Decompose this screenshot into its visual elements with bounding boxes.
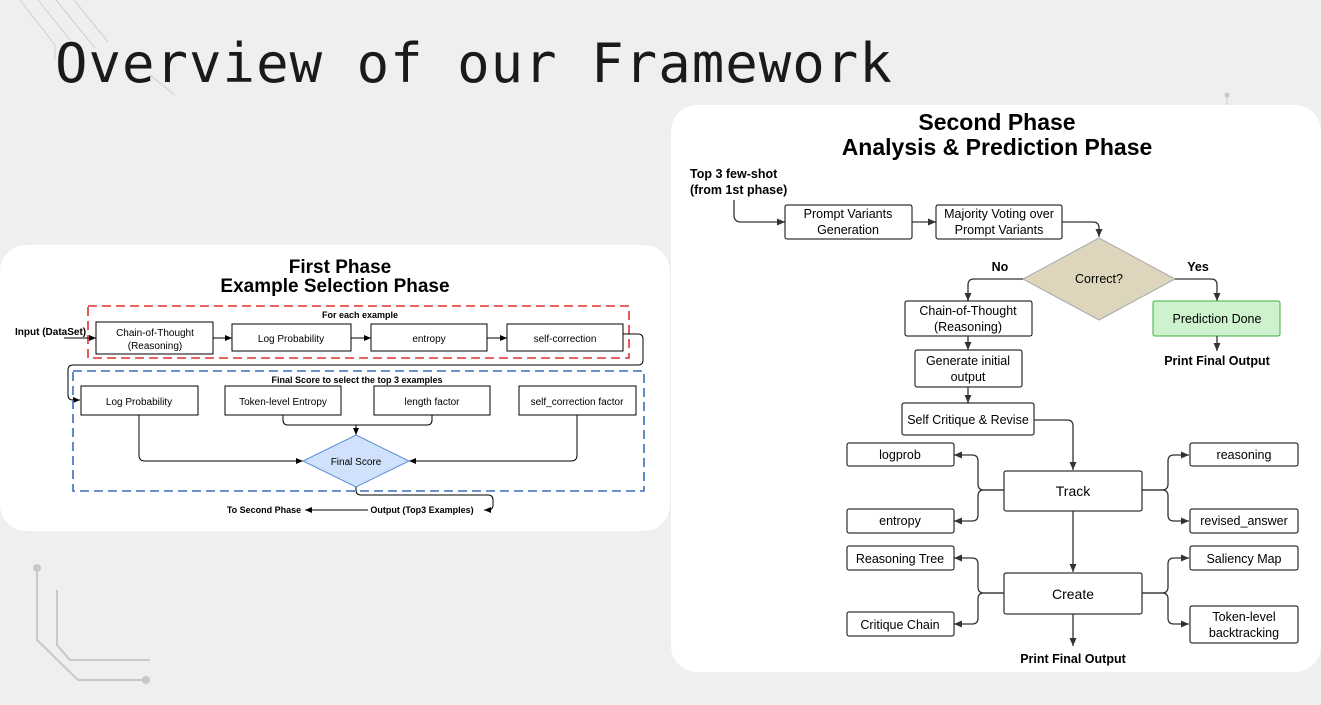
majority-voting-line1: Majority Voting over bbox=[944, 207, 1054, 221]
entropy-step-label: entropy bbox=[412, 334, 445, 345]
entropy-box bbox=[846, 508, 955, 534]
print-final-yes-label: Print Final Output bbox=[1164, 354, 1270, 368]
score-group-border bbox=[72, 370, 645, 492]
create-label: Create bbox=[1052, 586, 1094, 602]
first-phase-diagram: First Phase Example Selection Phase For … bbox=[15, 257, 645, 515]
self-correction-step-box bbox=[506, 323, 624, 352]
decision-label: Correct? bbox=[1075, 272, 1123, 286]
logprob-step-label: Log Probability bbox=[258, 334, 324, 345]
critique-chain-label: Critique Chain bbox=[860, 618, 939, 632]
next-phase-label: To Second Phase bbox=[227, 505, 301, 515]
score-group-label: Final Score to select the top 3 examples bbox=[271, 375, 442, 385]
factor-self-correction-box bbox=[518, 385, 637, 416]
factor-logprob-box bbox=[80, 385, 199, 416]
first-phase-subtitle: Example Selection Phase bbox=[220, 276, 449, 297]
cot-line2: (Reasoning) bbox=[934, 320, 1002, 334]
cot-step-label-1: Chain-of-Thought bbox=[116, 328, 194, 339]
entropy-step-box bbox=[370, 323, 488, 352]
input-label: Input (DataSet) bbox=[15, 327, 86, 338]
second-phase-subtitle: Analysis & Prediction Phase bbox=[842, 134, 1153, 160]
reasoning-tree-box bbox=[846, 545, 955, 571]
factor-entropy-label: Token-level Entropy bbox=[239, 397, 327, 408]
majority-voting-line2: Prompt Variants bbox=[955, 223, 1044, 237]
yes-label: Yes bbox=[1187, 260, 1209, 274]
logprob-box bbox=[846, 442, 955, 467]
self-correction-step-label: self-correction bbox=[534, 334, 597, 345]
factor-length-box bbox=[373, 385, 491, 416]
factor-self-correction-label: self_correction factor bbox=[531, 397, 624, 408]
loop-group-border bbox=[87, 305, 630, 359]
slide-title: Overview of our Framework bbox=[55, 32, 893, 95]
self-critique-box bbox=[901, 402, 1035, 436]
critique-chain-box bbox=[846, 611, 955, 637]
loop-group-label: For each example bbox=[322, 310, 398, 320]
second-phase-title: Second Phase bbox=[918, 109, 1075, 135]
token-backtracking-line1: Token-level bbox=[1212, 610, 1275, 624]
no-label: No bbox=[992, 260, 1009, 274]
revised-answer-box bbox=[1189, 508, 1299, 534]
print-final-output-label: Print Final Output bbox=[1020, 652, 1126, 666]
cot-step-label-2: (Reasoning) bbox=[128, 341, 182, 352]
prediction-done-label: Prediction Done bbox=[1173, 312, 1262, 326]
first-phase-card: First Phase Example Selection Phase For … bbox=[0, 245, 670, 531]
reasoning-box bbox=[1189, 442, 1299, 467]
track-label: Track bbox=[1056, 483, 1091, 499]
generate-line2: output bbox=[951, 370, 986, 384]
prompt-variants-line1: Prompt Variants bbox=[804, 207, 893, 221]
reasoning-label: reasoning bbox=[1217, 448, 1272, 462]
token-backtracking-box bbox=[1189, 605, 1299, 644]
entropy-label: entropy bbox=[879, 514, 921, 528]
factor-logprob-label: Log Probability bbox=[106, 397, 172, 408]
cot-line1: Chain-of-Thought bbox=[919, 304, 1017, 318]
self-critique-label: Self Critique & Revise bbox=[907, 413, 1029, 427]
second-phase-diagram: Second Phase Analysis & Prediction Phase… bbox=[690, 109, 1299, 666]
factor-entropy-box bbox=[224, 385, 342, 416]
revised-answer-label: revised_answer bbox=[1200, 514, 1288, 528]
first-phase-title: First Phase bbox=[289, 257, 391, 278]
factor-length-label: length factor bbox=[404, 397, 460, 408]
output-label: Output (Top3 Examples) bbox=[370, 505, 473, 515]
saliency-map-label: Saliency Map bbox=[1206, 552, 1281, 566]
reasoning-tree-label: Reasoning Tree bbox=[856, 552, 944, 566]
second-phase-card: Second Phase Analysis & Prediction Phase… bbox=[671, 105, 1321, 672]
prompt-variants-line2: Generation bbox=[817, 223, 879, 237]
phase2-input-line2: (from 1st phase) bbox=[690, 183, 787, 197]
logprob-label: logprob bbox=[879, 448, 921, 462]
final-score-label: Final Score bbox=[331, 457, 382, 468]
saliency-map-box bbox=[1189, 545, 1299, 571]
phase2-input-line1: Top 3 few-shot bbox=[690, 167, 778, 181]
correct-decision-diamond bbox=[1021, 237, 1177, 321]
token-backtracking-line2: backtracking bbox=[1209, 626, 1279, 640]
generate-line1: Generate initial bbox=[926, 354, 1010, 368]
